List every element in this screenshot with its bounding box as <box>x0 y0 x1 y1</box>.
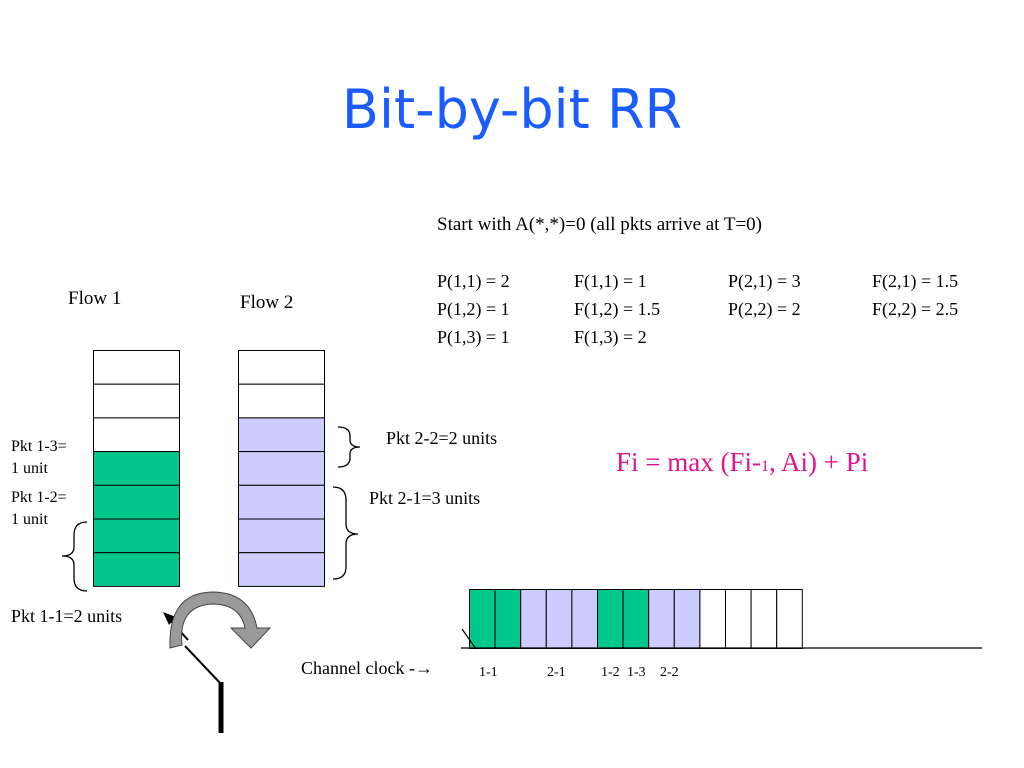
clock-label: 2-2 <box>660 665 679 680</box>
flow1-queue-slot <box>93 518 180 554</box>
channel-slot <box>520 589 547 649</box>
pkt22-label: Pkt 2-2=2 units <box>386 428 498 448</box>
channel-slot <box>622 589 650 649</box>
channel-slot <box>648 589 675 649</box>
flow1-queue-slot <box>93 383 180 419</box>
brace-pkt11 <box>61 521 88 592</box>
intro-text: Start with A(*,*)=0 (all pkts arrive at … <box>437 214 763 235</box>
channel-slot <box>571 589 599 649</box>
flow2-queue-slot <box>238 484 325 520</box>
channel-clock-label: Channel clock -→ <box>301 658 433 678</box>
channel-slot <box>494 589 522 649</box>
rotation-arrow-icon <box>169 591 272 649</box>
param-cell: P(1,2) = 1 <box>437 299 510 319</box>
param-cell: P(2,1) = 3 <box>728 271 801 291</box>
slide-title: Bit-by-bit RR <box>341 78 683 141</box>
param-cell: P(1,3) = 1 <box>437 327 510 347</box>
pkt11-label: Pkt 1-1=2 units <box>11 606 123 626</box>
channel-slot <box>673 589 701 649</box>
param-cell: F(2,1) = 1.5 <box>872 271 959 291</box>
formula-tail: , Ai) + Pi <box>768 447 869 477</box>
param-cell: F(2,2) = 2.5 <box>872 299 959 319</box>
channel-slot <box>699 589 727 649</box>
param-cell: P(1,1) = 2 <box>437 271 510 291</box>
channel-slot <box>750 589 778 649</box>
channel-slot <box>725 589 752 649</box>
pkt12-unit: 1 unit <box>11 511 48 528</box>
flow1-queue-slot <box>93 552 180 587</box>
flow1-queue-slot <box>93 484 180 520</box>
pkt12-label: Pkt 1-2= <box>11 489 67 506</box>
flow1-queue-slot <box>93 417 180 453</box>
formula-main: Fi = max (Fi- <box>616 447 761 477</box>
formula: Fi = max (Fi-1, Ai) + Pi <box>616 447 868 478</box>
channel-pointer <box>461 628 477 650</box>
pkt13-label: Pkt 1-3= <box>11 434 67 460</box>
clock-label: 1-3 <box>627 665 646 680</box>
clock-label: 1-2 <box>601 665 620 680</box>
pkt21-label: Pkt 2-1=3 units <box>369 488 481 508</box>
flow2-queue-slot <box>238 350 325 385</box>
pkt13-unit: 1 unit <box>11 460 48 477</box>
formula-subscript: 1 <box>760 458 769 475</box>
flow2-queue-slot <box>238 451 325 486</box>
clock-label: 2-1 <box>547 665 566 680</box>
brace-pkt21 <box>332 486 359 580</box>
flow2-queue-slot <box>238 552 325 587</box>
channel-slot <box>469 589 496 649</box>
flow2-queue-slot <box>238 383 325 419</box>
param-cell: F(1,1) = 1 <box>574 271 647 291</box>
flow2-queue-slot <box>238 518 325 554</box>
clock-label: 1-1 <box>479 665 498 680</box>
flow2-queue-slot <box>238 417 325 453</box>
switch-pointer-head <box>163 612 176 625</box>
flow1-queue-slot <box>93 350 180 385</box>
switch-lever <box>184 645 222 685</box>
flow2-label: Flow 2 <box>240 292 294 313</box>
channel-slot <box>545 589 573 649</box>
brace-pkt22 <box>337 426 361 468</box>
param-cell: F(1,2) = 1.5 <box>574 299 661 319</box>
param-cell: F(1,3) = 2 <box>574 327 647 347</box>
pkt13-line1: Pkt 1-3= <box>11 438 67 455</box>
param-cell: P(2,2) = 2 <box>728 299 801 319</box>
channel-slot <box>597 589 624 649</box>
flow1-label: Flow 1 <box>68 288 122 309</box>
channel-slot <box>776 589 803 649</box>
flow1-queue-slot <box>93 451 180 486</box>
